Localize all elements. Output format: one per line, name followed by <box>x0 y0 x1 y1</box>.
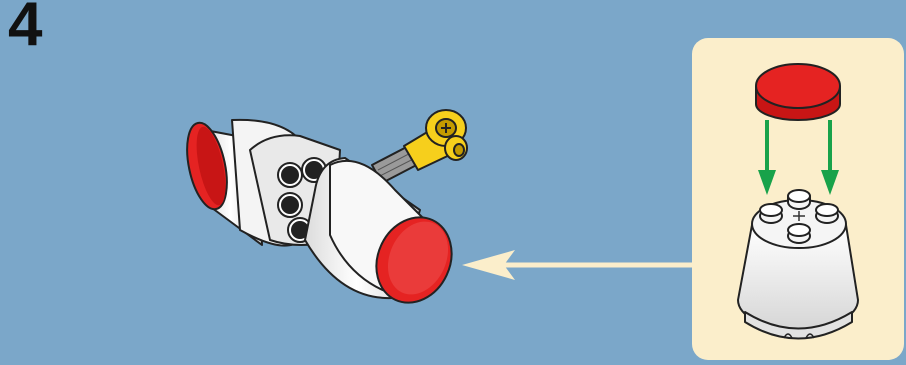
rocket-pod-assembly-icon <box>180 110 467 315</box>
red-round-tile-icon <box>756 64 840 120</box>
guide-arrows <box>758 120 839 195</box>
yellow-connector-icon <box>404 110 467 170</box>
guide-arrow-left-icon <box>758 120 776 195</box>
guide-arrow-right-icon <box>821 120 839 195</box>
pointer-arrow <box>462 250 692 280</box>
right-cone-icon <box>305 158 465 315</box>
white-cone-brick-icon <box>738 190 858 339</box>
